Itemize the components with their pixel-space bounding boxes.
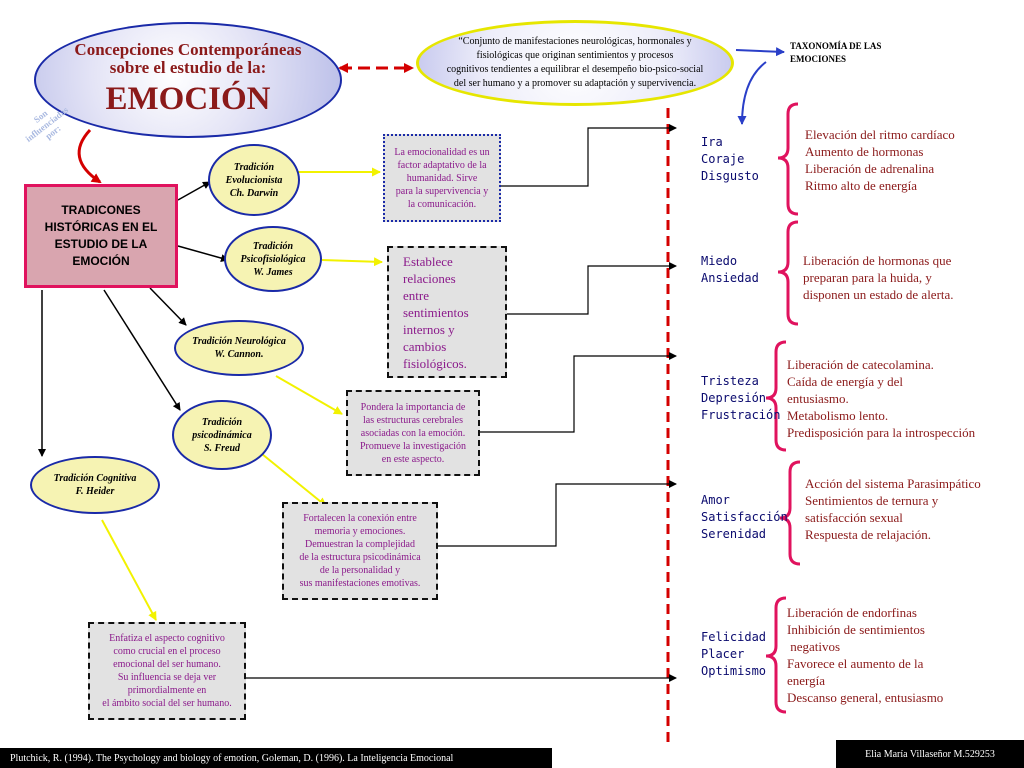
quote-line: cognitivos tendientes a equilibrar el de…: [446, 64, 704, 75]
author-footer: Elia María Villaseñor M.529253: [836, 740, 1024, 768]
note-heider: Enfatiza el aspecto cognitivo como cruci…: [88, 622, 246, 720]
brace-5: [765, 596, 787, 714]
response-miedo: Liberación de hormonas que preparan para…: [803, 253, 954, 302]
response-felicidad: Liberación de endorfinas Inhibición de s…: [787, 605, 944, 705]
response-amor: Acción del sistema Parasimpático Sentimi…: [805, 476, 981, 542]
brace-1: [777, 102, 799, 216]
response-tristeza: Liberación de catecolamina. Caída de ene…: [787, 357, 976, 440]
main-history-arrow: [77, 128, 102, 184]
brace-2: [777, 220, 799, 326]
main-line-2: sobre el estudio de la:: [109, 58, 267, 77]
tradition-james: Tradición Psicofisiológica W. James: [224, 226, 322, 292]
note-freud: Fortalecen la conexión entre memoria y e…: [282, 502, 438, 600]
quote-line: “Conjunto de manifestaciones neurológica…: [458, 36, 692, 47]
definition-ellipse: “Conjunto de manifestaciones neurológica…: [416, 20, 734, 106]
tradition-cannon: Tradición Neurológica W. Cannon.: [174, 320, 304, 376]
emotion-group-ira: Ira Coraje Disgusto: [701, 135, 759, 183]
emotion-group-miedo: Miedo Ansiedad: [701, 254, 759, 285]
main-title: EMOCIÓN: [105, 81, 271, 117]
main-concept-ellipse: Concepciones Contemporáneas sobre el est…: [34, 22, 342, 138]
note-cannon: Pondera la importancia de las estructura…: [346, 390, 480, 476]
note-darwin: La emocionalidad es un factor adaptativo…: [383, 134, 501, 222]
reference-footer: Plutchick, R. (1994). The Psychology and…: [0, 748, 552, 768]
tradition-freud: Tradición psicodinámica S. Freud: [172, 400, 272, 470]
tradition-heider: Tradición Cognitiva F. Heider: [30, 456, 160, 514]
response-ira: Elevación del ritmo cardíaco Aumento de …: [805, 127, 955, 193]
main-line-1: Concepciones Contemporáneas: [74, 40, 302, 59]
quote-line: fisiológicas que originan sentimientos y…: [476, 50, 674, 61]
quote-line: del ser humano y a promover su adaptació…: [453, 78, 697, 89]
taxonomy-label: TAXONOMÍA DE LAS EMOCIONES: [790, 41, 882, 64]
tradition-darwin: Tradición Evolucionista Ch. Darwin: [208, 144, 300, 216]
historical-traditions-box: TRADICONES HISTÓRICAS EN EL ESTUDIO DE L…: [24, 184, 178, 288]
note-james: Establece relaciones entre sentimientos …: [387, 246, 507, 378]
emotion-group-tristeza: Tristeza Depresión Frustración: [701, 374, 781, 422]
emotion-group-felicidad: Felicidad Placer Optimismo: [701, 630, 767, 678]
emotion-group-amor: Amor Satisfacción Serenidad: [701, 493, 788, 541]
